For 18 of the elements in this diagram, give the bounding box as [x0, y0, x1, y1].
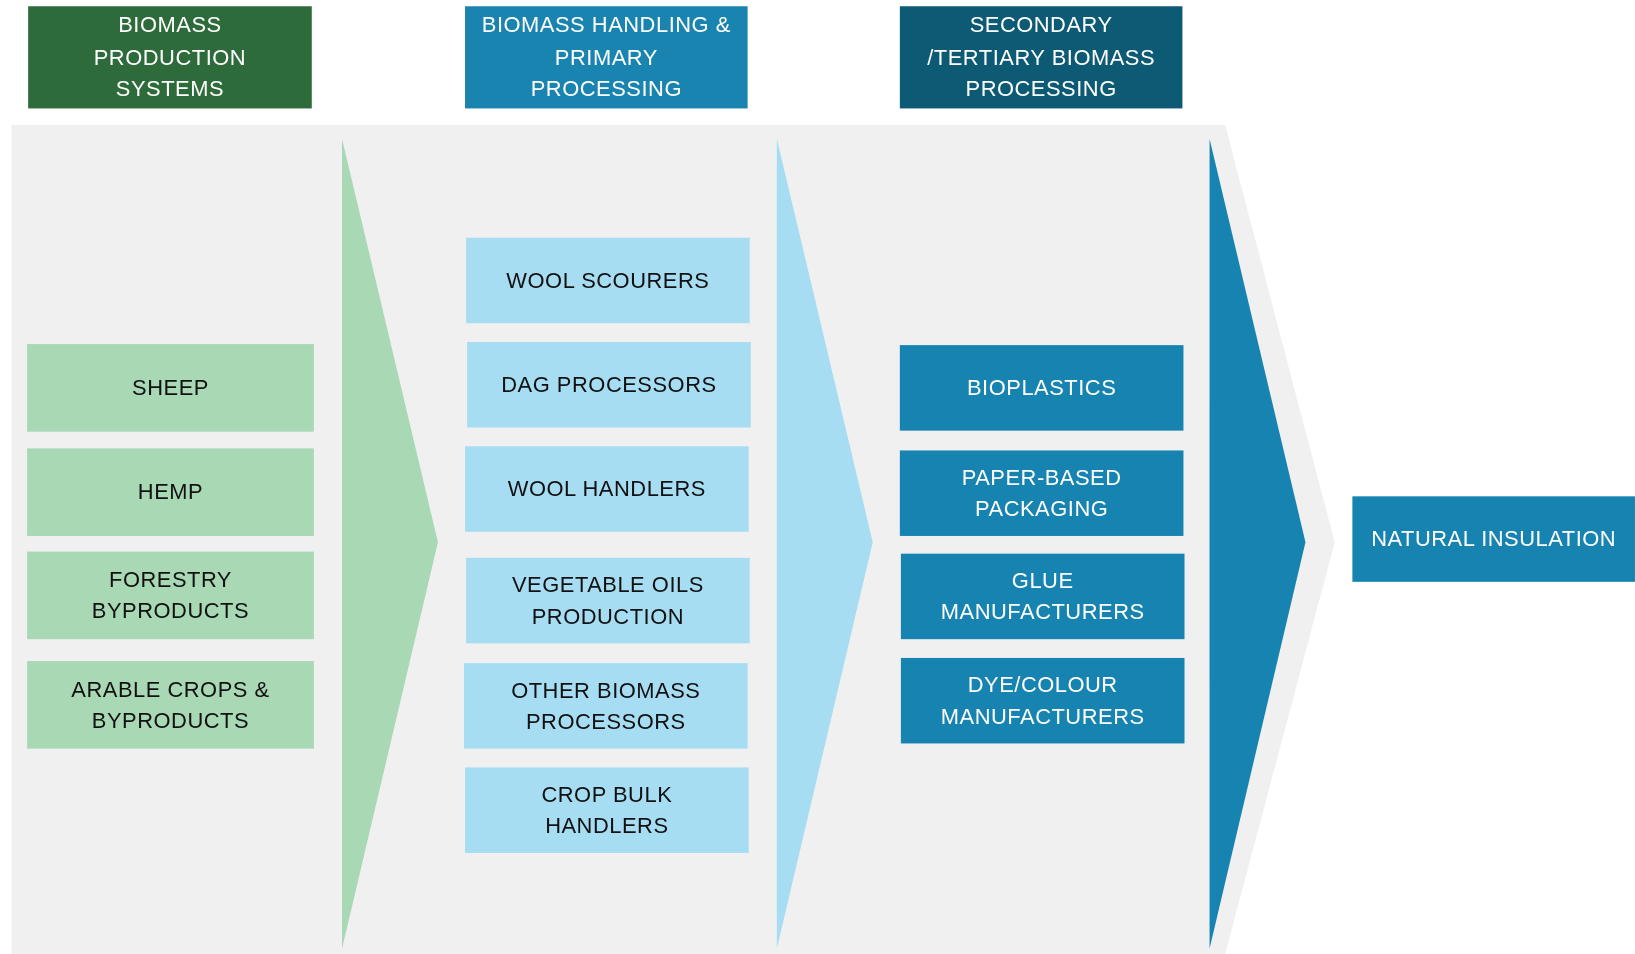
category-box: BIOPLASTICS	[899, 345, 1184, 431]
category-box: DAG PROCESSORS	[467, 342, 751, 428]
category-box: VEGETABLE OILS PRODUCTION	[466, 557, 750, 644]
category-box: SHEEP	[27, 344, 314, 432]
category-box: WOOL SCOURERS	[466, 237, 750, 324]
category-box: ARABLE CROPS & BYPRODUCTS	[27, 661, 314, 749]
category-box: FORESTRY BYPRODUCTS	[27, 551, 314, 640]
category-box: OTHER BIOMASS PROCESSORS	[464, 663, 748, 749]
stage-header: BIOMASS PRODUCTION SYSTEMS	[28, 6, 312, 109]
category-box: HEMP	[27, 448, 314, 536]
category-box: CROP BULK HANDLERS	[465, 767, 749, 853]
category-box: PAPER-BASED PACKAGING	[899, 450, 1184, 536]
category-box: GLUE MANUFACTURERS	[900, 553, 1185, 640]
category-box: DYE/COLOUR MANUFACTURERS	[900, 657, 1185, 744]
outcome-box: NATURAL INSULATION	[1352, 496, 1635, 582]
category-box: WOOL HANDLERS	[465, 446, 749, 532]
stage-header: SECONDARY /TERTIARY BIOMASS PROCESSING	[899, 6, 1183, 109]
stage-header: BIOMASS HANDLING & PRIMARY PROCESSING	[465, 6, 748, 109]
